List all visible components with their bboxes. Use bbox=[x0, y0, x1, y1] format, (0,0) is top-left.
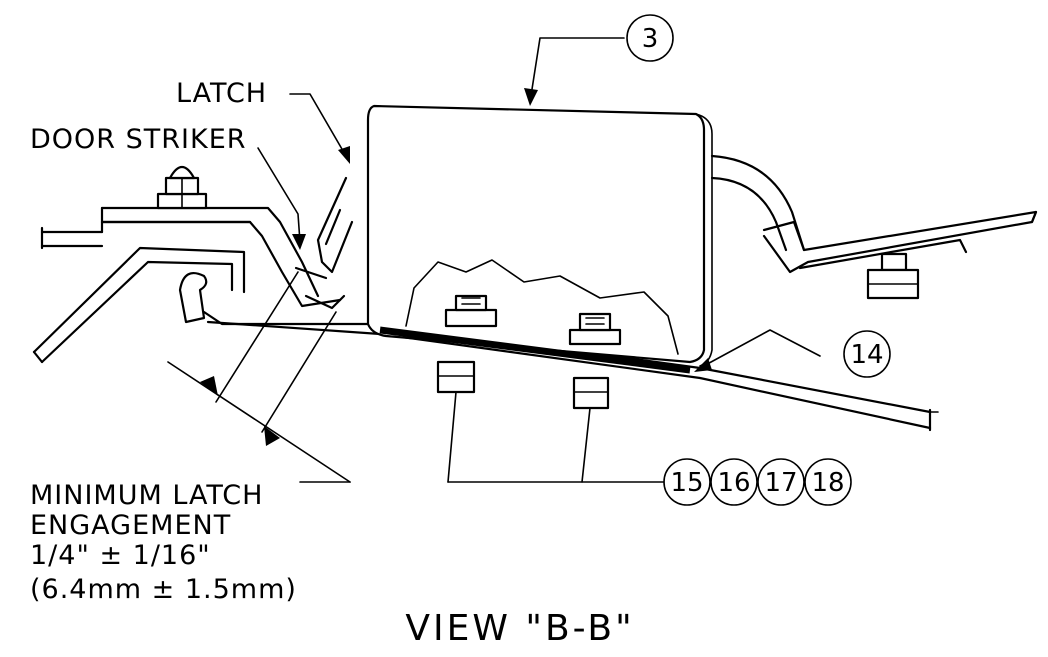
callout-14-text: 14 bbox=[850, 340, 883, 370]
latch-leader bbox=[289, 93, 350, 164]
right-bracket bbox=[762, 210, 1038, 300]
latch-label: LATCH bbox=[176, 78, 267, 109]
view-title: VIEW "B-B" bbox=[405, 608, 634, 649]
door-striker-leader bbox=[257, 147, 306, 250]
hook bbox=[178, 272, 208, 324]
left-support-arm bbox=[32, 246, 246, 364]
callout-17-text: 17 bbox=[764, 468, 797, 498]
bolt-assembly-left bbox=[436, 294, 498, 394]
min-latch-line1: MINIMUM LATCH bbox=[30, 480, 263, 511]
min-latch-line3: 1/4" ± 1/16" bbox=[30, 540, 211, 571]
callout-group-15-18: 15 16 17 18 bbox=[663, 458, 852, 506]
min-latch-line2: ENGAGEMENT bbox=[30, 510, 231, 541]
callout-3: 3 bbox=[626, 14, 674, 62]
callout-18-text: 18 bbox=[811, 468, 844, 498]
leader-15-18 bbox=[447, 391, 665, 483]
engagement-dimension bbox=[167, 271, 351, 483]
callout-16-text: 16 bbox=[717, 468, 750, 498]
latch-part bbox=[294, 176, 354, 310]
leader-3 bbox=[524, 37, 625, 106]
enclosure bbox=[366, 104, 713, 374]
door-striker-label: DOOR STRIKER bbox=[30, 124, 247, 155]
min-latch-line4: (6.4mm ± 1.5mm) bbox=[30, 574, 297, 605]
leader-14 bbox=[694, 329, 821, 372]
callout-15-text: 15 bbox=[670, 468, 703, 498]
bolt-assembly-right bbox=[568, 312, 622, 410]
callout-3-text: 3 bbox=[642, 24, 659, 54]
callout-14: 14 bbox=[843, 330, 891, 378]
left-bracket bbox=[40, 206, 342, 308]
right-hose bbox=[710, 154, 806, 252]
left-bracket-nut bbox=[156, 165, 208, 210]
